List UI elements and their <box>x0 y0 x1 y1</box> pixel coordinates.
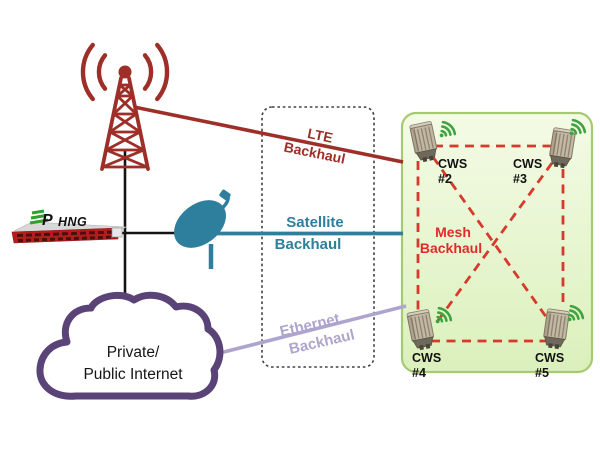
mesh-link-diag2 <box>435 162 554 323</box>
cws3-name: CWS <box>513 157 542 171</box>
mesh-network-box <box>400 111 594 374</box>
cws4-name: CWS <box>412 351 441 365</box>
cell-tower-icon <box>80 42 170 171</box>
cloud-label-line2: Public Internet <box>83 366 183 383</box>
satellite-label-line1: Satellite <box>286 214 344 231</box>
cws3-number: #3 <box>513 172 527 186</box>
ethernet-backhaul-line <box>195 304 407 361</box>
server-name-label: HNG <box>58 215 87 229</box>
server-icon: P HNG <box>11 209 127 244</box>
ethernet-backhaul-label: Ethernet Backhaul <box>278 310 356 358</box>
server-logo-letter: P <box>42 212 53 229</box>
cws-node-5: CWS #5 <box>535 304 585 380</box>
cws2-name: CWS <box>438 157 467 171</box>
cws-node-2: CWS #2 <box>408 120 467 186</box>
cws5-number: #5 <box>535 366 549 380</box>
cws2-number: #2 <box>438 172 452 186</box>
satellite-dish-icon <box>174 189 231 269</box>
mesh-label-line2: Backhaul <box>420 240 482 256</box>
mesh-backhaul-links <box>416 144 565 343</box>
backhaul-legend-box <box>261 106 375 368</box>
cws4-number: #4 <box>412 366 426 380</box>
mesh-backhaul-label: Mesh Backhaul <box>420 224 482 256</box>
lte-label-line1: LTE <box>306 125 334 146</box>
cloud-icon: Private/ Public Internet <box>36 291 224 400</box>
mesh-link-diag1 <box>431 156 551 322</box>
cws5-name: CWS <box>535 351 564 365</box>
lte-backhaul-line <box>133 105 404 164</box>
mesh-label-line1: Mesh <box>435 224 471 240</box>
cloud-label-line1: Private/ <box>107 344 160 361</box>
satellite-backhaul-label: Satellite Backhaul <box>275 214 344 253</box>
satellite-label-line2: Backhaul <box>275 236 342 253</box>
cws-node-3: CWS #3 <box>513 118 587 186</box>
parallel-wireless-logo-icon: P <box>29 209 53 229</box>
cws-node-4: CWS #4 <box>406 306 453 380</box>
